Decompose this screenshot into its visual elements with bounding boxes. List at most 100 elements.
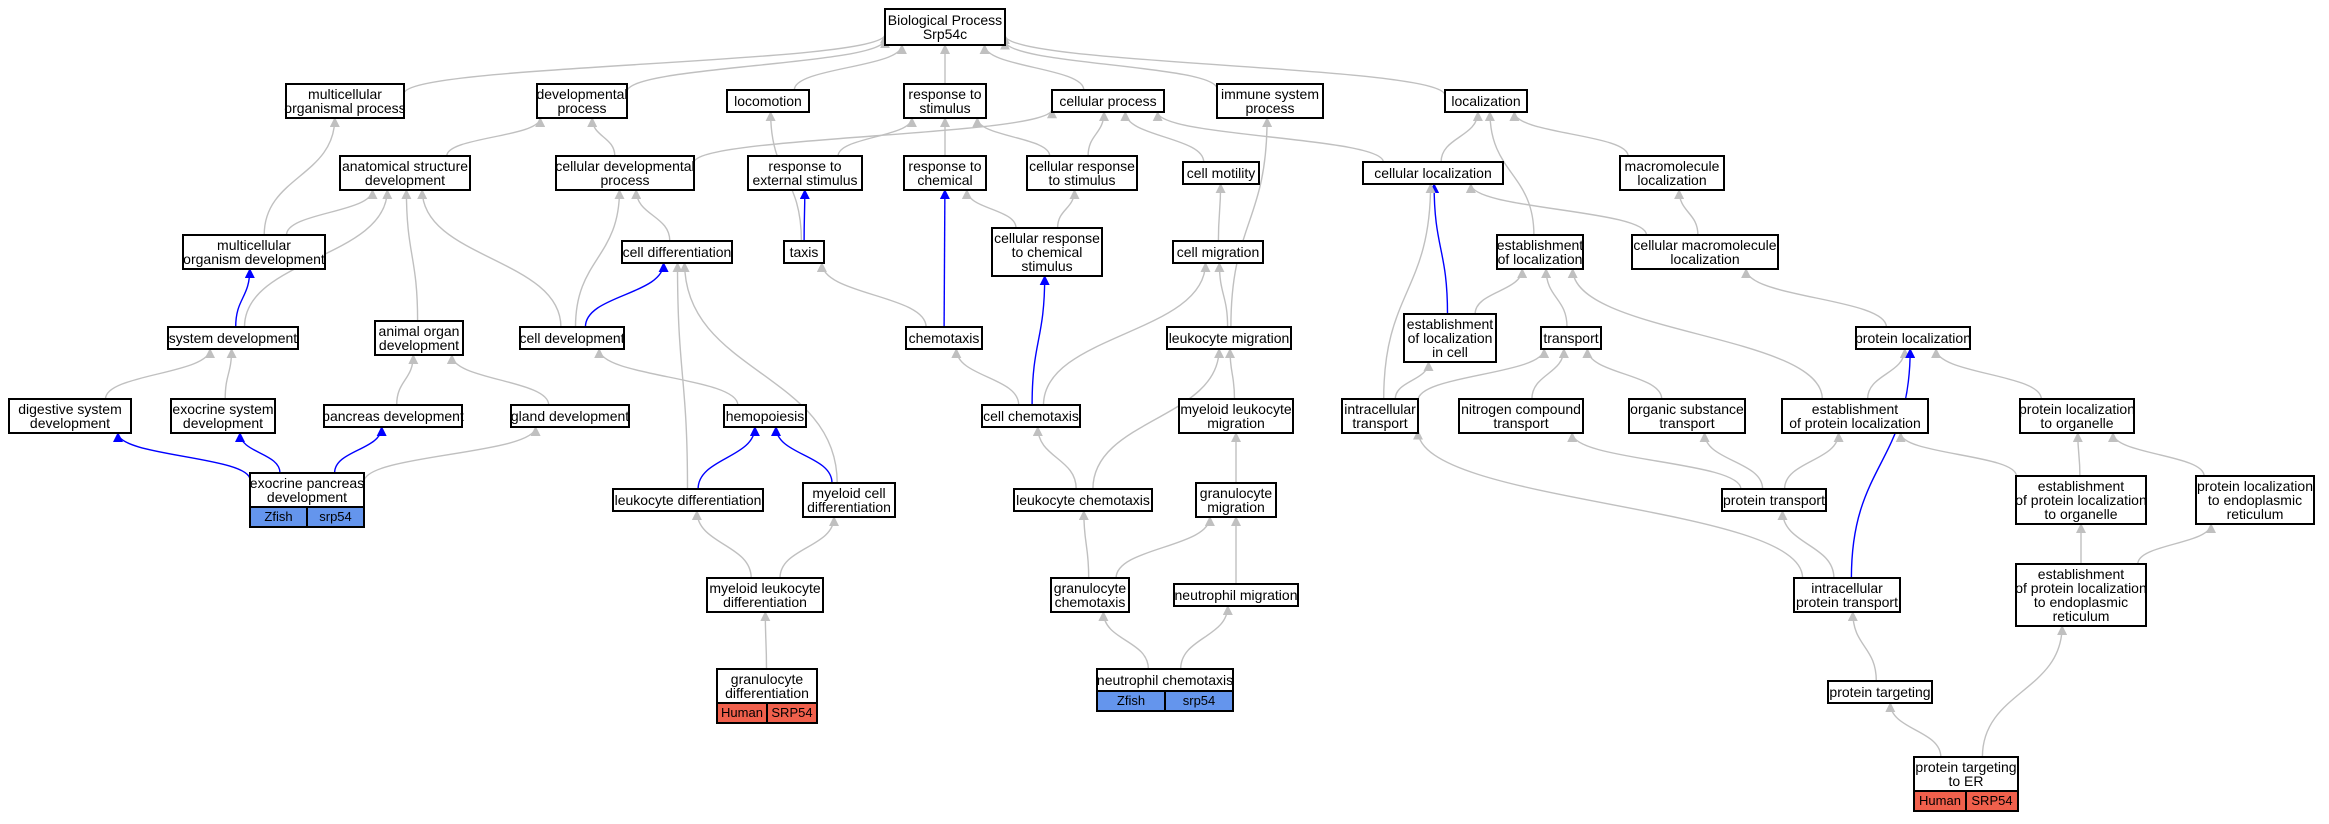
- node-label: process: [557, 100, 606, 116]
- node-label: cellular response: [1029, 158, 1135, 174]
- is-a-edge-cell-differentiation-to-cellular-developmental-process: [631, 189, 671, 242]
- node-box: [1913, 756, 2019, 792]
- is-a-edge-protein-targeting-to-er-to-establishment-of-protein-localization-to-endoplasmic-reticulum: [1981, 625, 2068, 758]
- node-box: [903, 83, 987, 119]
- node-box: [1013, 488, 1153, 512]
- go-term-node-transport[interactable]: transport: [1540, 326, 1602, 350]
- go-term-node-cellular-process[interactable]: cellular process: [1051, 89, 1165, 113]
- gene-label: SRP54: [771, 705, 812, 720]
- go-term-node-cellular-localization[interactable]: cellular localization: [1362, 161, 1504, 185]
- go-term-node-gland-development[interactable]: gland development: [510, 404, 630, 428]
- go-term-node-cell-chemotaxis[interactable]: cell chemotaxis: [981, 404, 1081, 428]
- go-term-node-localization[interactable]: localization: [1444, 89, 1528, 113]
- go-term-node-cell-differentiation[interactable]: cell differentiation: [621, 240, 733, 264]
- node-label: to chemical: [1012, 244, 1083, 260]
- go-term-node-locomotion[interactable]: locomotion: [726, 89, 810, 113]
- go-term-node-leukocyte-migration[interactable]: leukocyte migration: [1166, 326, 1292, 350]
- node-label: myeloid leukocyte: [709, 580, 820, 596]
- node-label: hemopoiesis: [726, 408, 805, 424]
- go-term-node-hemopoiesis[interactable]: hemopoiesis: [723, 404, 807, 428]
- go-term-node-system-development[interactable]: system development: [167, 326, 299, 350]
- node-label: cell migration: [1177, 244, 1259, 260]
- annotation-edge-system-development-to-multicellular-organism-development: [235, 268, 255, 328]
- node-label: external stimulus: [752, 172, 857, 188]
- node-box: [1051, 89, 1165, 113]
- go-term-node-cell-motility[interactable]: cell motility: [1182, 161, 1260, 185]
- is-a-edge-leukocyte-chemotaxis-to-leukocyte-migration: [1092, 348, 1225, 490]
- go-term-node-leukocyte-chemotaxis[interactable]: leukocyte chemotaxis: [1013, 488, 1153, 512]
- node-box: [1781, 398, 1929, 434]
- go-term-node-leukocyte-differentiation[interactable]: leukocyte differentiation: [612, 488, 764, 512]
- node-box: [1362, 161, 1504, 185]
- node-label: differentiation: [725, 685, 809, 701]
- go-term-node-protein-targeting[interactable]: protein targeting: [1827, 680, 1933, 704]
- go-term-node-pancreas-development[interactable]: pancreas development: [322, 404, 464, 428]
- go-term-node-neutrophil-migration[interactable]: neutrophil migration: [1173, 583, 1299, 607]
- node-label: organism development: [183, 251, 325, 267]
- is-a-edge-organic-substance-transport-to-transport: [1582, 348, 1663, 400]
- node-label: of localization: [1498, 251, 1583, 267]
- node-box: [1827, 680, 1933, 704]
- node-box: [1496, 234, 1584, 270]
- node-box: [2015, 563, 2147, 627]
- is-a-edge-protein-localization-to-cellular-macromolecule-localization: [1741, 268, 1888, 328]
- node-label: to organelle: [2044, 506, 2117, 522]
- node-box: [1444, 89, 1528, 113]
- is-a-edge-chemotaxis-to-taxis: [816, 262, 927, 328]
- node-label: cellular macromolecule: [1633, 237, 1776, 253]
- is-a-edge-digestive-system-development-to-system-development: [104, 348, 215, 400]
- node-label: exocrine system: [172, 401, 273, 417]
- node-label: intracellular: [1811, 580, 1883, 596]
- is-a-edge-exocrine-pancreas-development-to-gland-development: [363, 426, 541, 482]
- node-label: protein transport: [1723, 492, 1825, 508]
- go-term-node-cell-migration[interactable]: cell migration: [1172, 240, 1264, 264]
- is-a-edge-cellular-response-to-chemical-stimulus-to-response-to-chemical: [961, 189, 1017, 229]
- go-term-node-protein-transport[interactable]: protein transport: [1721, 488, 1827, 512]
- go-term-node-chemotaxis[interactable]: chemotaxis: [905, 326, 983, 350]
- go-term-node-protein-localization[interactable]: protein localization: [1855, 326, 1971, 350]
- go-term-node-taxis[interactable]: taxis: [783, 240, 825, 264]
- go-term-node-cell-development[interactable]: cell development: [519, 326, 625, 350]
- is-a-edge-cellular-localization-to-localization: [1440, 111, 1483, 163]
- is-a-edge-myeloid-leukocyte-differentiation-to-myeloid-cell-differentiation: [779, 516, 839, 579]
- node-box: [182, 234, 326, 270]
